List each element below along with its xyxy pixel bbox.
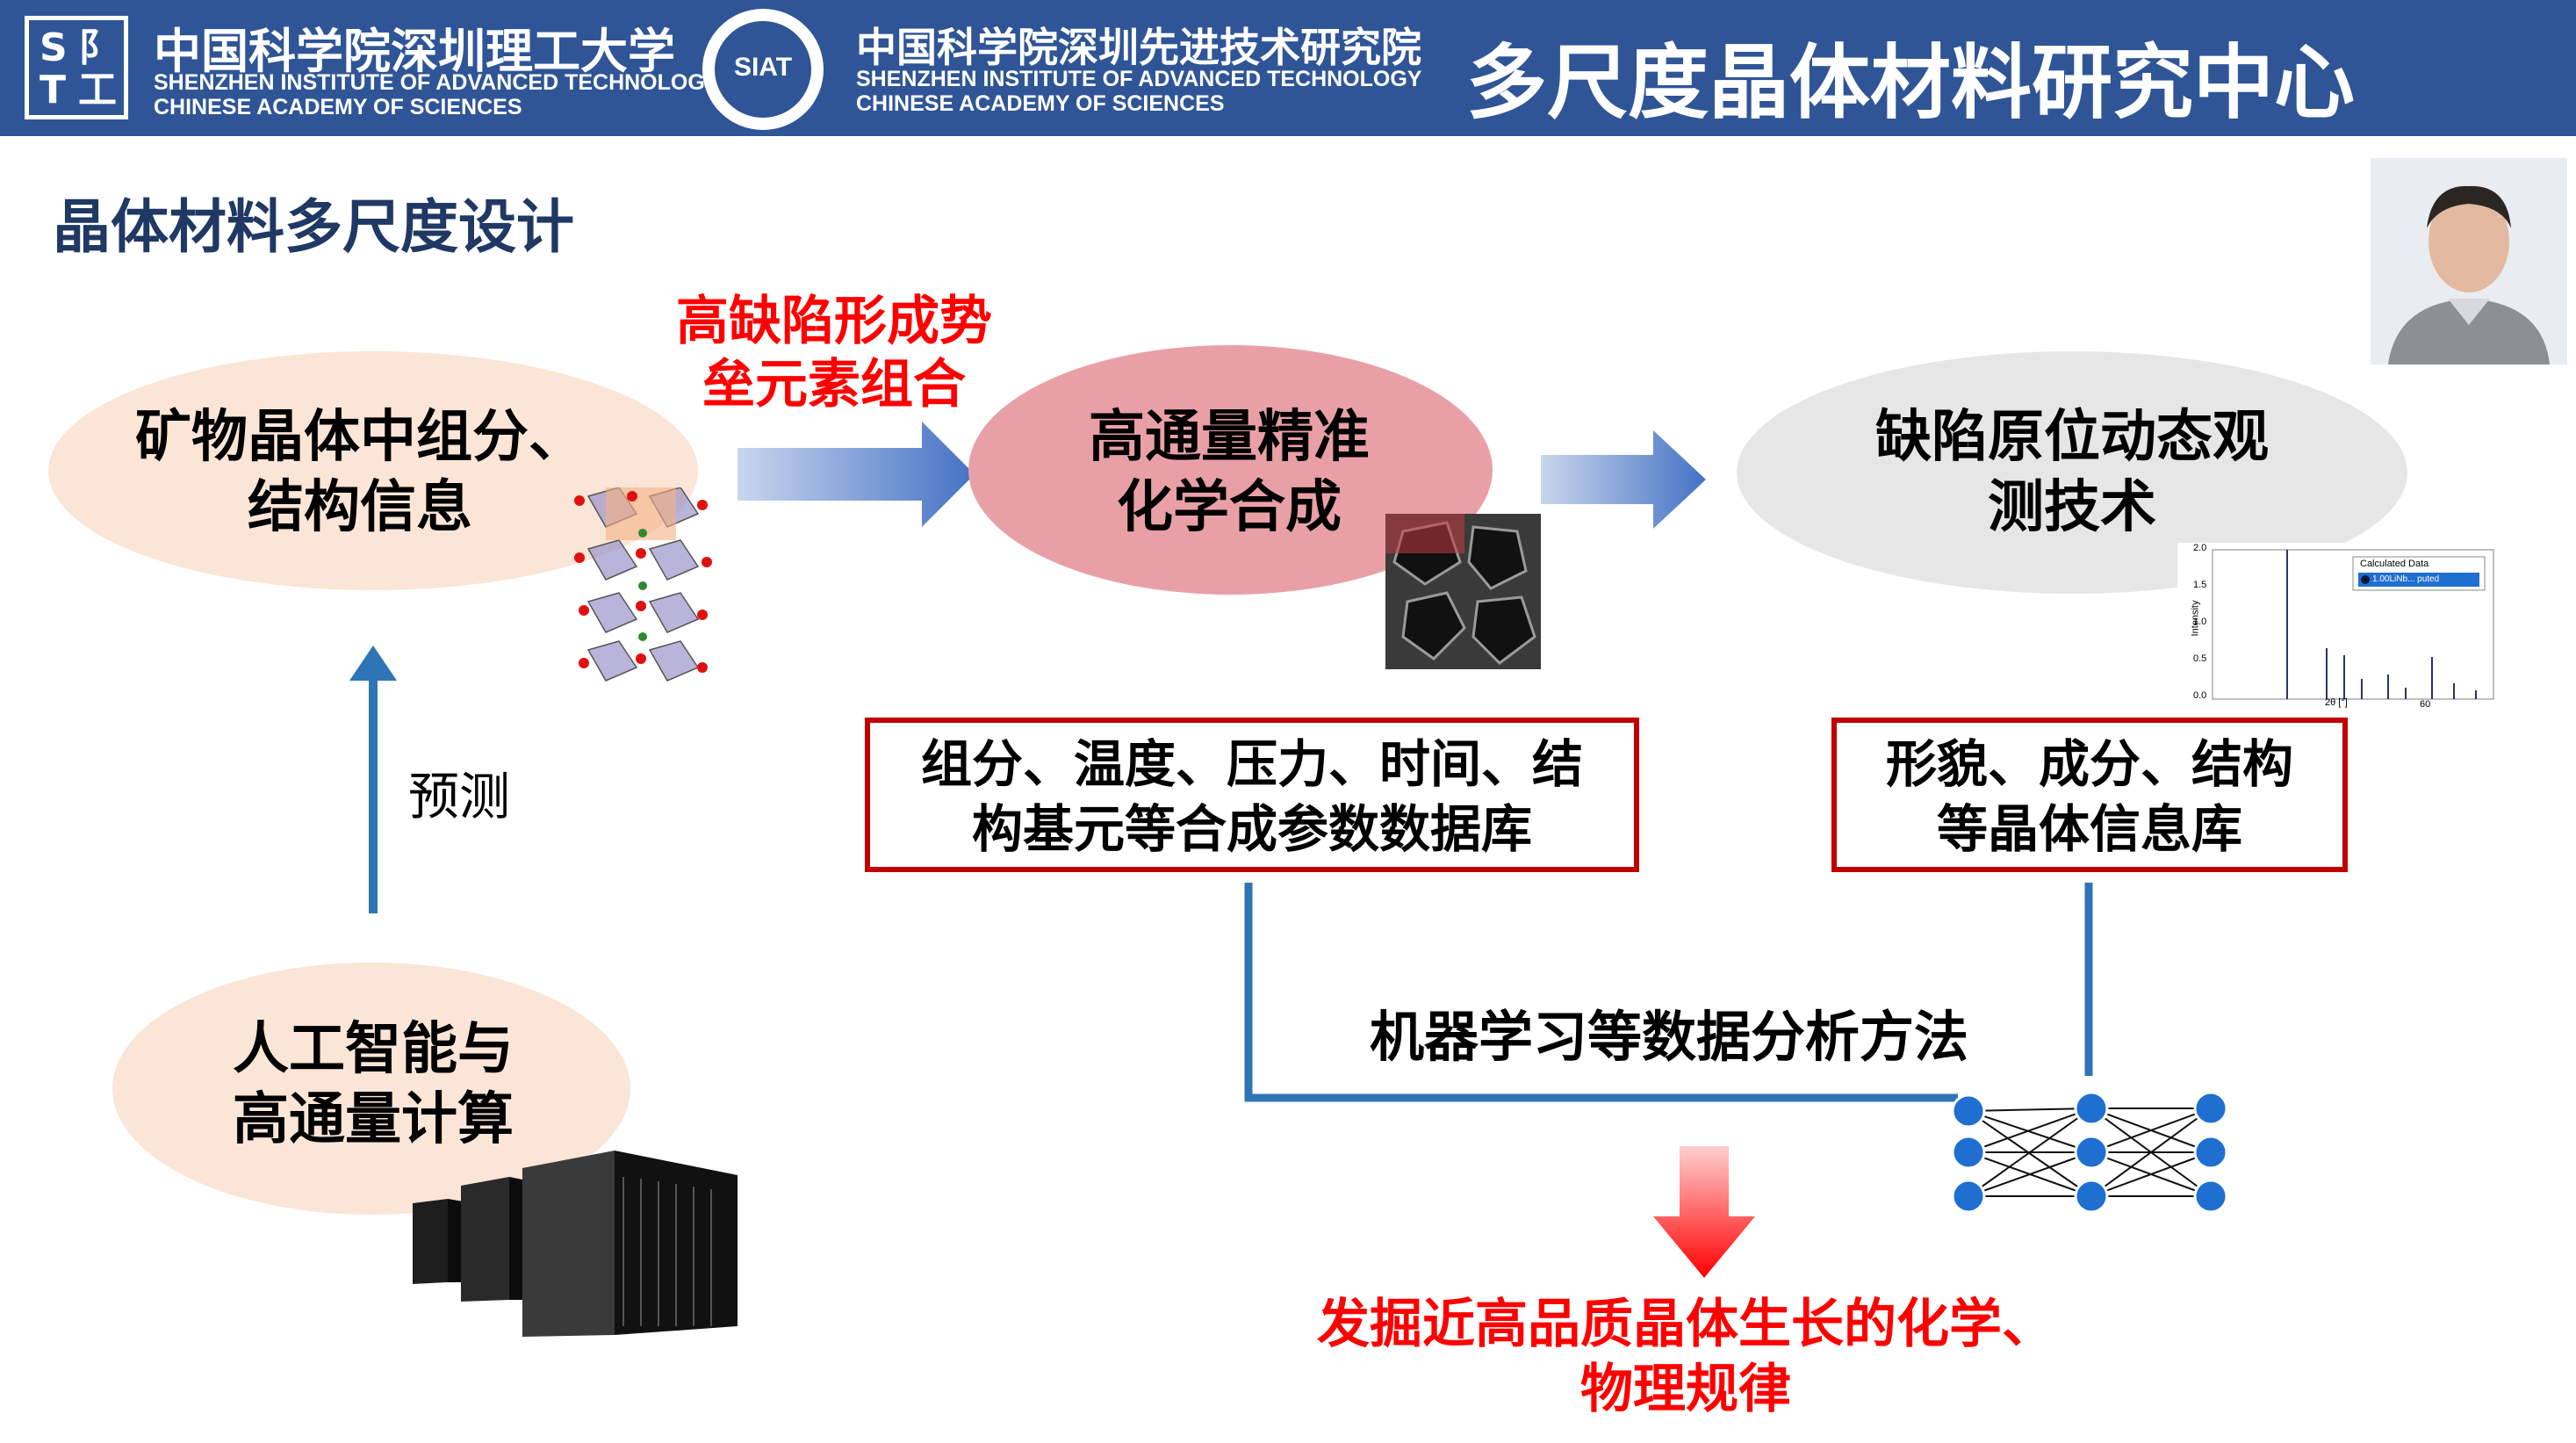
university-logo-icon: S 阝 T 工 — [25, 16, 128, 119]
node-synthesis-line2: 化学合成 — [1117, 475, 1342, 540]
xrd-plot: Calculated Data 1.00LiNb... puted Intens… — [2177, 543, 2502, 710]
university-name-en-1: SHENZHEN INSTITUTE OF ADVANCED TECHNOLOG… — [154, 70, 720, 95]
university-name-en-2: CHINESE ACADEMY OF SCIENCES — [154, 95, 522, 119]
siat-name-en-2: CHINESE ACADEMY OF SCIENCES — [856, 91, 1225, 116]
siat-logo-icon: SIAT — [702, 9, 824, 130]
params-box-line2: 构基元等合成参数数据库 — [971, 799, 1532, 859]
sem-micrograph-icon — [1385, 514, 1541, 669]
siat-logo-text: SIAT — [733, 53, 793, 82]
predict-label: 预测 — [408, 767, 511, 826]
params-box-line1: 组分、温度、压力、时间、结 — [920, 734, 1583, 794]
crystal-structure-icon — [574, 487, 712, 682]
node-mineral-line2: 结构信息 — [248, 475, 472, 540]
xrd-ytick-3: 0.5 — [2193, 653, 2207, 664]
xrd-ytick-0: 2.0 — [2193, 543, 2207, 553]
discover-label-line2: 物理规律 — [1580, 1359, 1791, 1420]
arrow-up-icon — [349, 646, 397, 913]
xrd-ytick-1: 1.5 — [2193, 580, 2207, 590]
discover-label-line1: 发掘近高品质晶体生长的化学、 — [1317, 1294, 2054, 1355]
section-title: 晶体材料多尺度设计 — [53, 193, 574, 261]
crystal-box-line1: 形貌、成分、结构 — [1885, 734, 2293, 794]
xrd-ytick-4: 0.0 — [2193, 690, 2207, 701]
arrow-down-icon — [1653, 1146, 1755, 1278]
params-database-box — [865, 718, 1639, 872]
xrd-xtick: 60 — [2420, 699, 2431, 710]
xrd-legend-item: 1.00LiNb... puted — [2372, 574, 2440, 584]
portrait-photo — [2371, 158, 2567, 364]
node-synthesis-line1: 高通量精准 — [1089, 405, 1370, 470]
header-bar: S 阝 T 工 中国科学院深圳理工大学 SHENZHEN INSTITUTE O… — [0, 0, 2576, 136]
xrd-legend-title: Calculated Data — [2360, 559, 2429, 569]
center-title: 多尺度晶体材料研究中心 — [1466, 36, 2356, 130]
defect-label-line1: 高缺陷形成势 — [676, 291, 992, 352]
node-ai-line1: 人工智能与 — [233, 1017, 514, 1082]
siat-name-cn: 中国科学院深圳先进技术研究院 — [856, 24, 1421, 71]
person-icon — [2371, 158, 2567, 364]
node-ai-line2: 高通量计算 — [233, 1087, 514, 1152]
arrow-right-icon — [1541, 430, 1706, 529]
neural-network-icon — [1951, 1091, 2228, 1214]
node-observation-line2: 测技术 — [1988, 475, 2156, 540]
defect-label-line2: 垒元素组合 — [702, 354, 966, 415]
node-observation-line1: 缺陷原位动态观 — [1875, 405, 2269, 470]
xrd-xlabel: 2θ [°] — [2325, 697, 2348, 708]
xrd-ytick-2: 1.0 — [2193, 617, 2207, 627]
university-name-cn: 中国科学院深圳理工大学 — [154, 24, 675, 79]
arrow-right-icon — [738, 422, 975, 527]
crystal-box-line2: 等晶体信息库 — [1936, 799, 2242, 859]
ml-method-label: 机器学习等数据分析方法 — [1370, 1005, 1969, 1069]
connector-lines — [1244, 883, 2093, 1102]
server-rack-icon — [413, 1151, 738, 1337]
siat-name-en-1: SHENZHEN INSTITUTE OF ADVANCED TECHNOLOG… — [856, 67, 1422, 91]
crystal-database-box — [1831, 718, 2348, 872]
node-mineral-line1: 矿物晶体中组分、 — [135, 405, 585, 470]
